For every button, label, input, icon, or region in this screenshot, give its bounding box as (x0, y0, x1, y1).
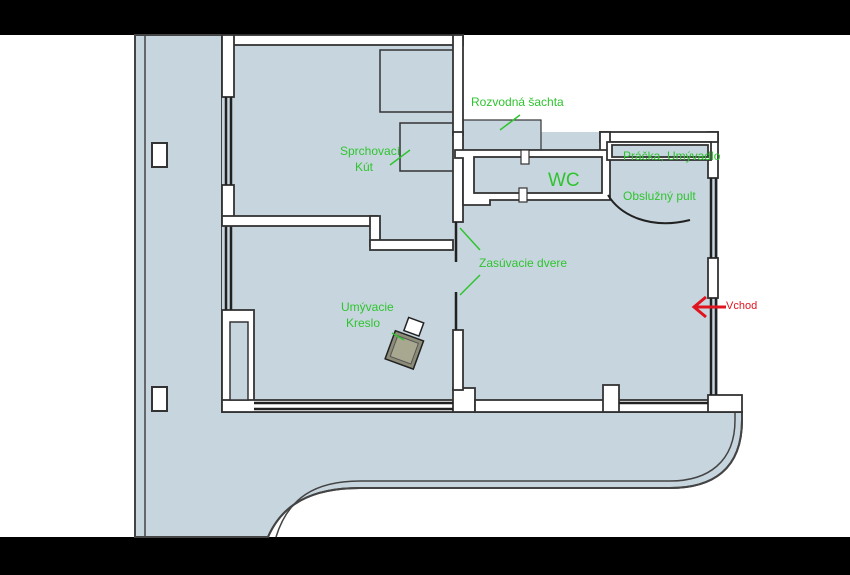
column (151, 386, 168, 412)
wall-notches (518, 149, 530, 203)
unit-floor (222, 35, 718, 412)
shaft-box (379, 49, 456, 113)
wash-chair-icon (384, 316, 425, 371)
wall-niche (229, 321, 249, 401)
sliding-door-leaders (459, 227, 481, 296)
wc-label: WC (548, 170, 580, 191)
service-counter-arc (607, 194, 691, 225)
column (151, 142, 168, 168)
top-frame-bar (0, 0, 850, 35)
shaft-leader-line (499, 114, 521, 131)
riser-shaft-area (462, 119, 542, 151)
sliding-door-label: Zasúvacie dvere (479, 256, 567, 270)
shower-label-line1: Sprchovací (340, 144, 401, 158)
corridor-curved-edge-inner (275, 412, 736, 538)
windows (224, 97, 718, 411)
corridor-curved-edge (267, 412, 743, 538)
chair-leader-line (391, 332, 405, 341)
arrow-left-icon (691, 295, 726, 319)
shower-tray (399, 122, 456, 172)
entrance-label: Vchod (726, 300, 757, 312)
wash-chair-label-line1: Umývacie (341, 300, 394, 314)
riser-shaft-label: Rozvodná šachta (471, 95, 564, 109)
service-counter-label: Obslužný pult (623, 189, 696, 203)
shower-leader-line (389, 149, 411, 166)
interior-walls (221, 131, 712, 391)
wash-chair-label-line2: Kreslo (346, 316, 380, 330)
bottom-frame-bar (0, 537, 850, 570)
shower-label-line2: Kút (355, 160, 374, 174)
laundry-label: Práčka, Umývadlo (623, 149, 721, 163)
